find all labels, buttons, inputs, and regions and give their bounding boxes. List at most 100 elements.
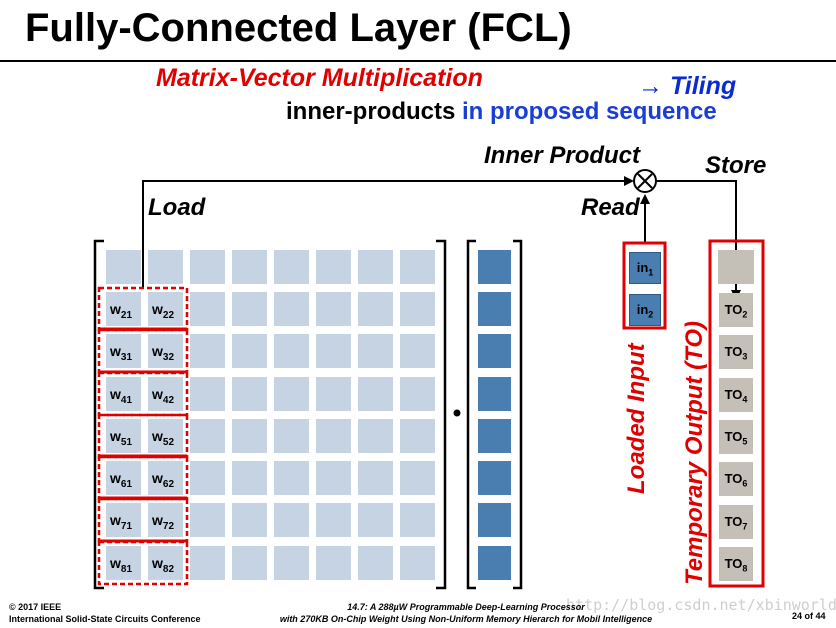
matrix-cell (316, 377, 351, 411)
weight-matrix-grid (106, 250, 435, 580)
vector-cell (478, 377, 511, 411)
temporary-output-label: Temporary Output (TO) (681, 321, 708, 585)
matrix-cell (106, 377, 141, 411)
slide-title: Fully-Connected Layer (FCL) (25, 6, 572, 50)
temp-output-cell: TO5 (719, 419, 753, 454)
vector-cell (478, 292, 511, 326)
matrix-cell (316, 419, 351, 453)
weight-label: w21 (110, 301, 133, 321)
matrix-cell (274, 461, 309, 495)
weight-label: w71 (110, 512, 133, 532)
footer-left: © 2017 IEEE International Solid-State Ci… (9, 601, 201, 625)
input-vector-column (478, 250, 511, 580)
temp-output-cell: TO3 (719, 335, 753, 370)
matrix-cell (232, 334, 267, 368)
weight-label: w82 (152, 555, 175, 575)
matrix-cell (400, 546, 435, 580)
footer-copyright: © 2017 IEEE (9, 602, 62, 612)
multiply-cross (637, 173, 653, 189)
matrix-cell (400, 377, 435, 411)
weight-label: w32 (152, 343, 175, 363)
weight-label: w62 (152, 470, 175, 490)
watermark: http://blog.csdn.net/xbinworld (566, 596, 836, 614)
weight-label: w61 (110, 470, 133, 490)
weight-tile-dashed (97, 286, 189, 332)
loaded-input-box (622, 241, 667, 330)
matrix-cell (358, 334, 393, 368)
matrix-cell (232, 461, 267, 495)
matrix-cell (400, 461, 435, 495)
matrix-cell (400, 419, 435, 453)
weight-label: w42 (152, 386, 175, 406)
matrix-bracket-right (436, 239, 447, 590)
weight-label: w52 (152, 428, 175, 448)
matrix-bracket-left (93, 239, 104, 590)
matrix-cell (274, 546, 309, 580)
temp-output-cell: TO7 (719, 504, 753, 539)
matrix-cell (190, 503, 225, 537)
matrix-cell (190, 546, 225, 580)
matrix-cell (106, 546, 141, 580)
matrix-cell (274, 250, 309, 284)
matrix-cell (400, 250, 435, 284)
temp-output-empty-slot (718, 250, 754, 284)
vector-cell (478, 334, 511, 368)
weight-label: w81 (110, 555, 133, 575)
vector-cell (478, 503, 511, 537)
matrix-cell (358, 377, 393, 411)
matrix-cell (316, 292, 351, 326)
matrix-cell (232, 419, 267, 453)
matrix-cell (190, 419, 225, 453)
weight-label: w41 (110, 386, 133, 406)
matrix-cell (190, 250, 225, 284)
matrix-cell (106, 292, 141, 326)
matrix-cell (232, 250, 267, 284)
matrix-cell (358, 546, 393, 580)
store-label: Store (705, 152, 767, 179)
matrix-cell (190, 292, 225, 326)
matrix-cell (148, 419, 183, 453)
vector-bracket-left (466, 239, 476, 590)
weight-label: w31 (110, 343, 133, 363)
weight-tile-groups (97, 286, 189, 586)
matrix-cell (274, 377, 309, 411)
matrix-cell (148, 377, 183, 411)
dot-operator (453, 409, 461, 417)
matrix-cell (148, 292, 183, 326)
load-label: Load (148, 194, 206, 221)
matrix-cell (358, 461, 393, 495)
matrix-cell (316, 461, 351, 495)
sequence-line: inner-products in proposed sequence (286, 98, 717, 126)
temp-output-cell: TO8 (719, 546, 753, 581)
matrix-cell (232, 503, 267, 537)
footer-paper-line1: 14.7: A 288µW Programmable Deep-Learning… (347, 602, 585, 612)
matrix-cell (274, 334, 309, 368)
matrix-cell (232, 546, 267, 580)
sequence-prefix: inner-products (286, 98, 463, 125)
matrix-cell (148, 250, 183, 284)
matrix-cell (190, 461, 225, 495)
matrix-cell (148, 461, 183, 495)
matrix-cell (316, 250, 351, 284)
matrix-cell (358, 503, 393, 537)
matrix-cell (274, 292, 309, 326)
weight-label: w22 (152, 301, 175, 321)
read-label: Read (581, 194, 640, 221)
matrix-cell (106, 503, 141, 537)
loaded-input-cell: in2 (629, 294, 661, 326)
matrix-cell (106, 461, 141, 495)
footer-paper: 14.7: A 288µW Programmable Deep-Learning… (276, 601, 656, 625)
matrix-cell (232, 377, 267, 411)
sequence-suffix: in proposed sequence (462, 98, 717, 125)
loaded-input-cell: in1 (629, 252, 661, 284)
matrix-cell (316, 503, 351, 537)
matrix-cell (274, 419, 309, 453)
tiling-label: → Tiling (638, 72, 737, 100)
matrix-cell (400, 292, 435, 326)
matrix-cell (358, 419, 393, 453)
title-underline (0, 60, 836, 62)
load-path-arrow (142, 176, 634, 287)
weight-label: w51 (110, 428, 133, 448)
matrix-cell (400, 503, 435, 537)
